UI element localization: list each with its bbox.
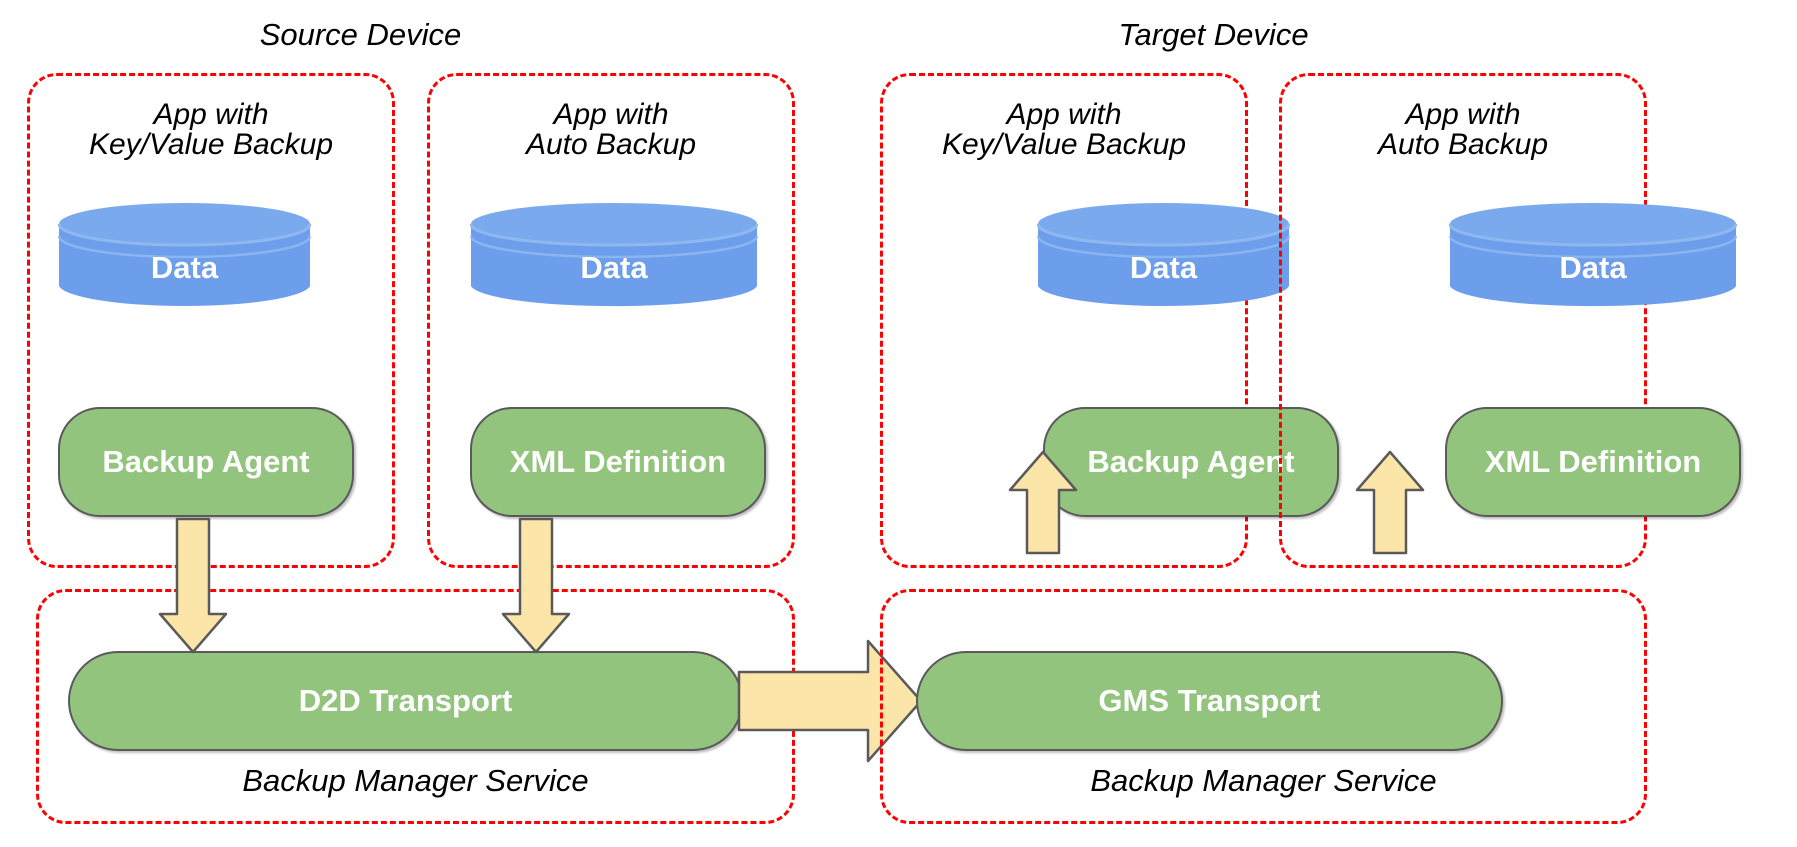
target-app2-caption: App with Auto Backup xyxy=(1282,100,1644,160)
source-app1-backup-agent-pill[interactable]: Backup Agent xyxy=(58,407,354,517)
target-app-autobackup-box: App with Auto Backup xyxy=(1279,73,1647,568)
source-app2-caption-line1: App with xyxy=(553,98,669,131)
arrow-gms-transport-to-xml-definition xyxy=(1355,450,1425,555)
target-app1-data-label: Data xyxy=(1129,250,1198,285)
target-app2-data-label: Data xyxy=(1559,250,1627,285)
source-app1-data-cylinder: Data xyxy=(58,202,311,308)
source-app-autobackup-box: App with Auto Backup xyxy=(427,73,795,568)
source-app2-caption: App with Auto Backup xyxy=(430,100,792,160)
target-app2-caption-line1: App with xyxy=(1405,98,1521,131)
target-backup-manager-service-box-outer: Backup Manager Service xyxy=(880,589,1647,824)
source-service-caption: Backup Manager Service xyxy=(242,763,589,798)
source-app1-caption: App with Key/Value Backup xyxy=(30,100,392,160)
target-app1-backup-agent-pill[interactable]: Backup Agent xyxy=(1043,407,1339,517)
source-backup-manager-service-box: Backup Manager Service xyxy=(36,589,795,824)
target-app-keyvalue-box: App with Key/Value Backup xyxy=(880,73,1248,568)
target-device-title: Target Device xyxy=(1118,17,1309,52)
target-app1-caption: App with Key/Value Backup xyxy=(883,100,1245,160)
target-app1-caption-line1: App with xyxy=(1006,98,1122,131)
source-app2-data-label: Data xyxy=(580,250,648,285)
source-app1-caption-line1: App with xyxy=(153,98,269,131)
arrow-xml-definition-to-d2d-transport xyxy=(501,517,571,654)
target-app2-data-cylinder: Data xyxy=(1449,202,1737,308)
d2d-transport-pill[interactable]: D2D Transport xyxy=(68,651,743,751)
arrow-backup-agent-to-d2d-transport xyxy=(158,517,228,654)
target-service-caption: Backup Manager Service xyxy=(1090,763,1437,798)
source-app1-data-label: Data xyxy=(150,250,219,285)
target-app2-caption-line2: Auto Backup xyxy=(1377,128,1549,161)
target-app1-caption-line2: Key/Value Backup xyxy=(941,128,1187,161)
target-app1-data-cylinder: Data xyxy=(1037,202,1290,308)
target-app2-xml-definition-pill[interactable]: XML Definition xyxy=(1445,407,1741,517)
arrow-d2d-transport-to-gms-transport xyxy=(737,630,923,772)
source-device-title: Source Device xyxy=(259,17,462,52)
source-app-keyvalue-box: App with Key/Value Backup xyxy=(27,73,395,568)
source-app2-data-cylinder: Data xyxy=(470,202,758,308)
source-app1-caption-line2: Key/Value Backup xyxy=(88,128,334,161)
gms-transport-pill[interactable]: GMS Transport xyxy=(916,651,1503,751)
source-app2-caption-line2: Auto Backup xyxy=(525,128,697,161)
source-app2-xml-definition-pill[interactable]: XML Definition xyxy=(470,407,766,517)
arrow-gms-transport-to-backup-agent xyxy=(1008,450,1078,555)
